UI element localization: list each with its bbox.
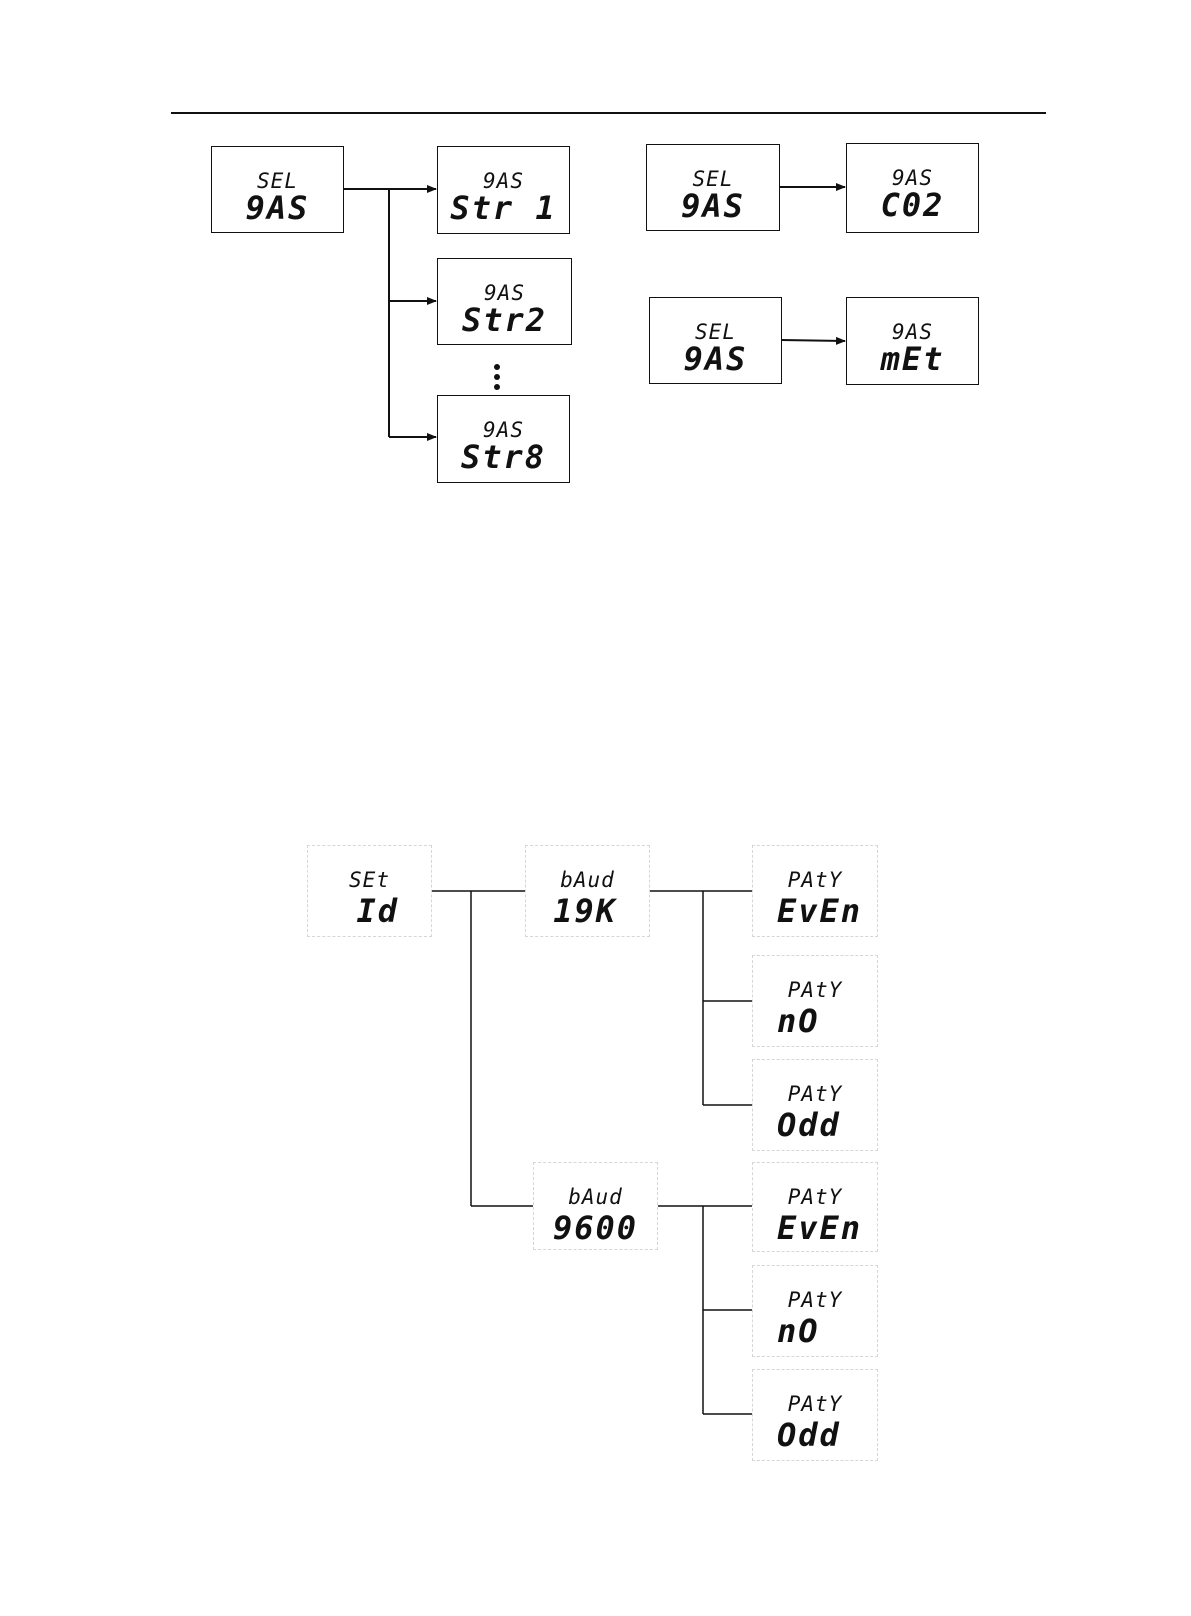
lcd-line2: nO: [753, 1002, 877, 1040]
lcd-gas-co2: 9AS C02: [846, 143, 979, 233]
lcd-set-id: SEt Id: [307, 845, 432, 937]
lcd-line2: Str 1: [438, 189, 569, 227]
lcd-line2: 9600: [534, 1209, 657, 1247]
lcd-line2: Odd: [753, 1416, 877, 1454]
lcd-line1: PAtY: [753, 1288, 877, 1312]
lcd-line1: PAtY: [753, 1082, 877, 1106]
lcd-parity-no-19k: PAtY nO: [752, 955, 878, 1047]
lcd-line2: EvEn: [753, 1209, 877, 1247]
lcd-line2: Id: [308, 892, 431, 930]
lcd-gas-str2: 9AS Str2: [437, 258, 572, 345]
lcd-sel-gas-root: SEL 9AS: [211, 146, 344, 233]
lcd-line1: PAtY: [753, 1185, 877, 1209]
lcd-parity-odd-19k: PAtY Odd: [752, 1059, 878, 1151]
lcd-line2: mEt: [847, 340, 978, 378]
lcd-parity-odd-9600: PAtY Odd: [752, 1369, 878, 1461]
lcd-line2: 9AS: [650, 340, 781, 378]
lcd-line2: 9AS: [212, 189, 343, 227]
lcd-line2: 19K: [526, 892, 649, 930]
lcd-baud-9600: bAud 9600: [533, 1162, 658, 1250]
lcd-sel-gas-co2-source: SEL 9AS: [646, 144, 780, 231]
lcd-baud-19k: bAud 19K: [525, 845, 650, 937]
lcd-line2: Odd: [753, 1106, 877, 1144]
lcd-line2: EvEn: [753, 892, 877, 930]
lcd-line1: bAud: [534, 1185, 657, 1209]
lcd-line2: Str8: [438, 438, 569, 476]
lcd-line2: 9AS: [647, 187, 779, 225]
lcd-gas-met: 9AS mEt: [846, 297, 979, 385]
lcd-gas-str8: 9AS Str8: [437, 395, 570, 483]
lcd-line2: Str2: [438, 301, 571, 339]
lcd-line1: PAtY: [753, 978, 877, 1002]
lcd-line2: C02: [847, 186, 978, 224]
lcd-line1: PAtY: [753, 1392, 877, 1416]
ellipsis-vertical-icon: [494, 364, 502, 394]
lcd-gas-str1: 9AS Str 1: [437, 146, 570, 234]
lcd-parity-no-9600: PAtY nO: [752, 1265, 878, 1357]
lcd-sel-gas-met-source: SEL 9AS: [649, 297, 782, 384]
lcd-line2: nO: [753, 1312, 877, 1350]
lcd-parity-even-19k: PAtY EvEn: [752, 845, 878, 937]
lcd-line1: PAtY: [753, 868, 877, 892]
lcd-line1: bAud: [526, 868, 649, 892]
lcd-line1: SEt: [308, 868, 431, 892]
arrow-to-met: [781, 340, 845, 341]
lcd-parity-even-9600: PAtY EvEn: [752, 1162, 878, 1252]
